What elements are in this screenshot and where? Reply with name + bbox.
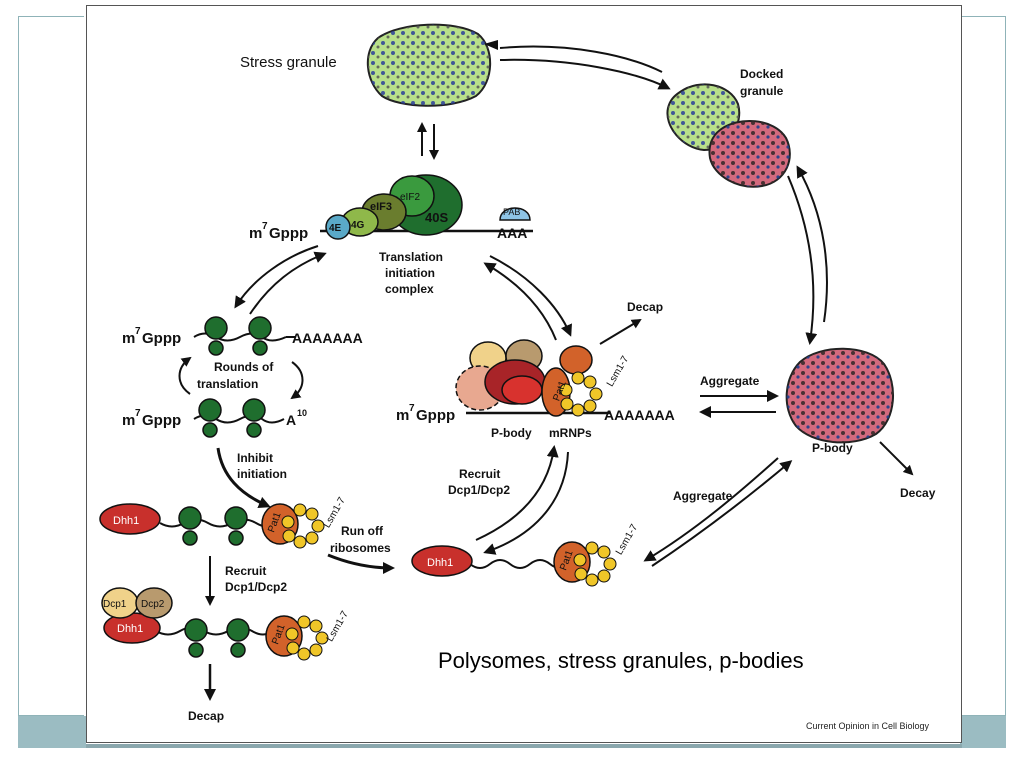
docked-granule [666,83,791,188]
inhibit-label-1: Inhibit [237,451,273,465]
decapping-mrnp [101,587,329,661]
polysome-short-tail [193,398,285,438]
lsm-label-3: Lsm1-7 [614,522,640,557]
tic-label-3: complex [385,282,434,296]
arrow-docked-to-pbody [787,175,818,345]
p-body [785,347,894,444]
arrow-pbody-to-free [643,457,779,562]
tic-poly-a-label: AAA [497,225,527,241]
recruit-label-centre: Recruit [459,467,500,481]
inhibit-label-2: initiation [237,467,287,481]
polysome2-a-label: A [286,412,296,428]
aggregate-label-upper: Aggregate [700,374,760,388]
decap-label-centre: Decap [627,300,663,314]
rounds-arrow-left [178,356,192,395]
tic-cap-gppp: Gppp [269,225,308,242]
arrow-tic-to-polysome [234,245,319,309]
slide-footer-band-right [960,716,1006,748]
factor-4e-label: 4E [329,223,342,234]
arrow-pbody-mrnp-to-tic [483,262,557,341]
figure-credit: Current Opinion in Cell Biology [806,721,930,731]
dcp1-label: Dcp1 [103,599,127,610]
decap-label-bottom: Decap [188,709,224,723]
arrow-run-off-ribosomes [327,553,395,574]
pbody-mrnp-label-2: mRNPs [549,426,592,440]
factor-eif2-label: eIF2 [400,192,420,203]
polysome2-cap-gppp: Gppp [142,412,181,429]
arrow-free-to-pbody [651,460,793,567]
polysome1-poly-a: AAAAAAA [292,330,363,346]
polysome2-cap-m: m [122,412,135,429]
docked-granule-label-1: Docked [740,67,783,81]
arrow-docked-to-sg [499,58,671,90]
polysome-long-tail [193,316,296,356]
decay-label: Decay [900,486,936,500]
run-off-label-2: ribosomes [330,541,391,555]
arrow-pbody-decay [879,441,914,476]
pbody-mrnp-label-1: P-body [491,426,532,440]
tic-cap-m: m [249,225,262,242]
rounds-arrow-right [290,361,304,400]
lsm-label-2: Lsm1-7 [325,609,351,644]
arrow-tic-to-pbody-mrnp [489,255,572,337]
polysome2-a-sup: 10 [297,408,307,418]
polysome1-cap-gppp: Gppp [142,330,181,347]
dcp2-label: Dcp2 [141,599,165,610]
factor-pab-label: PAB [503,207,520,217]
run-off-label-1: Run off [341,524,384,538]
slide-footer-band-left [18,716,86,748]
stress-granule [366,23,492,107]
lsm-label-4: Lsm1-7 [605,354,631,389]
aggregate-label-lower: Aggregate [673,489,733,503]
pbody-mrnp-cap-gppp: Gppp [416,407,455,424]
arrow-inhibit-initiation [216,447,271,508]
rounds-label-2: translation [197,377,258,391]
slide-frame-left [18,16,84,716]
recruit-label-left: Recruit [225,564,266,578]
dhh1-label-2: Dhh1 [117,623,143,635]
dhh1-label-3: Dhh1 [427,557,453,569]
tic-label-1: Translation [379,250,443,264]
tic-label-2: initiation [385,266,435,280]
factor-eif3-label: eIF3 [370,201,392,213]
p-body-mrnp [455,339,610,417]
polysome2-cap-sup: 7 [135,408,141,419]
recruit-dcp-label-centre: Dcp1/Dcp2 [448,483,510,497]
stress-granule-label: Stress granule [240,54,337,71]
slide-frame-right [962,16,1006,716]
repressed-mrnp [99,503,325,549]
dhh1-label-1: Dhh1 [113,515,139,527]
pbody-mrnp-poly-a: AAAAAAA [604,407,675,423]
recruit-dcp-label-left: Dcp1/Dcp2 [225,580,287,594]
slide-title: Polysomes, stress granules, p-bodies [438,648,804,673]
arrow-polysome-to-tic [249,251,327,315]
polysome1-cap-m: m [122,330,135,347]
polysome1-cap-sup: 7 [135,326,141,337]
pbody-mrnp-cap-sup: 7 [409,403,415,414]
arrow-pbody-mrnp-decap [599,318,642,345]
slide-footer-line [86,744,962,748]
arrow-recruit-to-pbody-mrnp [475,445,559,541]
ribosome-free-mrnp [411,541,617,587]
docked-granule-label-2: granule [740,84,784,98]
factor-4g-label: 4G [351,220,365,231]
arrow-pbody-to-docked [796,165,828,323]
factor-40s-label: 40S [425,210,448,225]
rounds-label-1: Rounds of [214,360,274,374]
pbody-mrnp-cap-m: m [396,407,409,424]
arrow-sg-to-docked [499,45,663,73]
p-body-label: P-body [812,441,853,455]
translation-initiation-complex [320,174,533,240]
tic-cap-sup: 7 [262,221,268,232]
arrow-pbody-mrnp-to-free [483,451,569,555]
